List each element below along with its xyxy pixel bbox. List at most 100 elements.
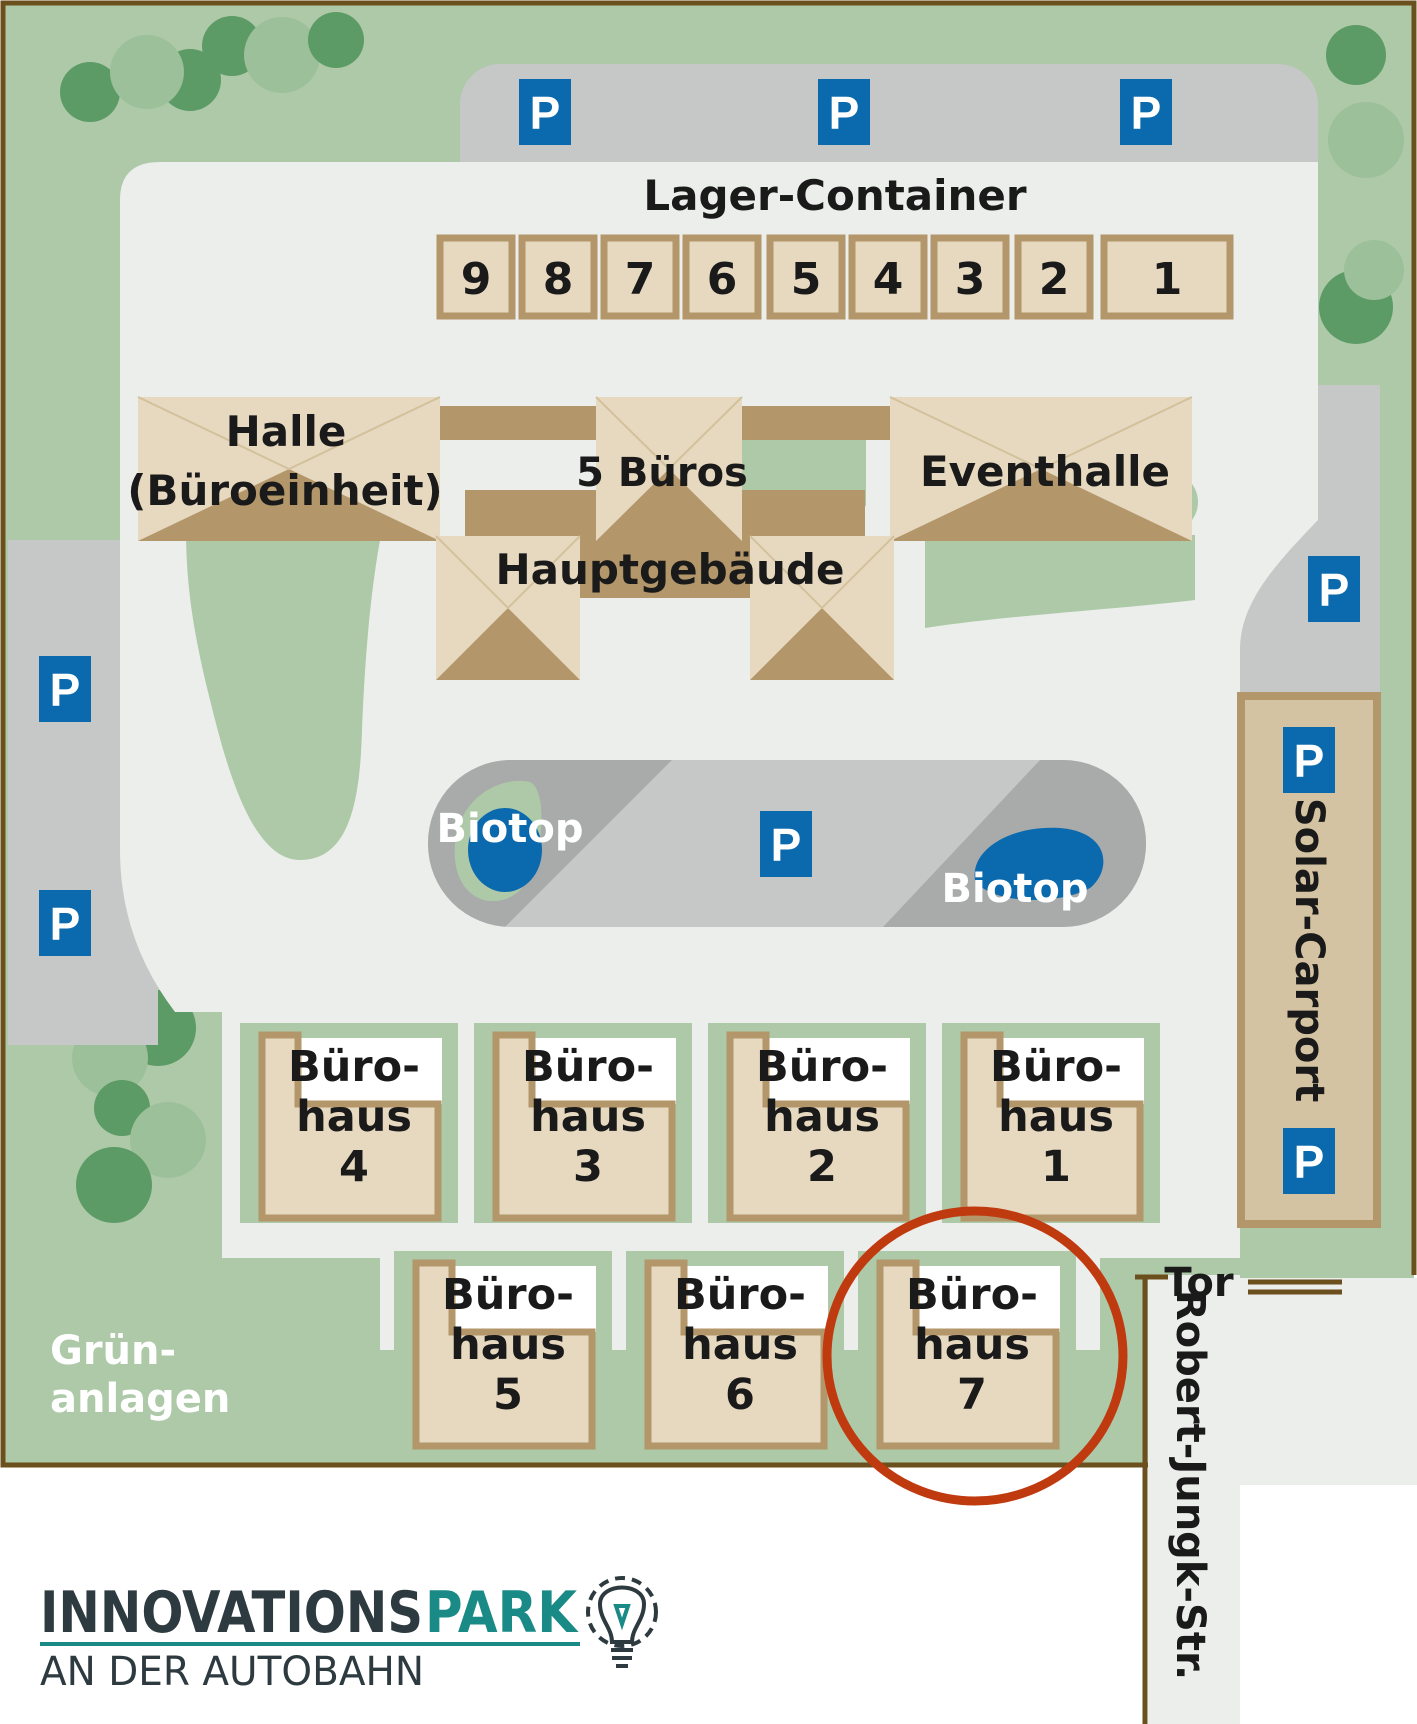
parking-sign-label: P — [50, 664, 81, 716]
parking-sign: P — [1283, 727, 1335, 793]
buerohaus-number: 6 — [725, 1370, 755, 1420]
lager-container: 5 — [766, 234, 846, 320]
buerohaus-number: 1 — [1041, 1142, 1071, 1192]
container-number: 1 — [1152, 254, 1183, 305]
container-number: 7 — [625, 254, 656, 305]
container-number: 5 — [791, 254, 822, 305]
buerohaus-courtyard — [1000, 1038, 1144, 1104]
container-box — [766, 234, 846, 320]
green-island-east — [925, 535, 1195, 628]
parking-sign: P — [1120, 79, 1172, 145]
logo-park: PARK — [425, 1580, 579, 1646]
parking-sign: P — [1308, 556, 1360, 622]
buerohaus-roof — [726, 1031, 910, 1222]
container-number: 8 — [543, 254, 574, 305]
label-gruenanlagen: Grün- — [50, 1328, 176, 1374]
parking-sign-label: P — [1319, 564, 1350, 616]
container-number: 6 — [707, 254, 738, 305]
logo-subtitle: AN DER AUTOBAHN — [40, 1649, 424, 1695]
roof-ridge — [749, 535, 895, 610]
container-number: 9 — [461, 254, 492, 305]
buerohaus-roof — [412, 1259, 596, 1450]
tree — [110, 35, 184, 109]
label-tor: Tor — [1164, 1260, 1233, 1306]
parking-strip-east — [1240, 385, 1380, 705]
buerohaeuser: Büro-haus4Büro-haus3Büro-haus2Büro-haus1… — [240, 1023, 1160, 1451]
buerohaus-number: 3 — [573, 1142, 603, 1192]
roof-ridge — [137, 396, 441, 471]
label-gruenanlagen-2: anlagen — [50, 1376, 230, 1422]
buerohaus-number: 5 — [493, 1370, 523, 1420]
buerohaus-courtyard — [766, 1038, 910, 1104]
lightbulb-gear-icon — [586, 1576, 658, 1668]
lager-container: 4 — [848, 234, 928, 320]
parking-sign-box — [39, 656, 91, 722]
parking-sign-label: P — [1131, 87, 1162, 139]
container-box — [436, 234, 516, 320]
tree — [1328, 102, 1404, 178]
container-number: 2 — [1039, 254, 1070, 305]
container-box — [848, 234, 928, 320]
container-number: 3 — [955, 254, 986, 305]
buerohaus-courtyard — [452, 1266, 596, 1332]
lager-container: 9 — [436, 234, 516, 320]
street-white-gap — [1240, 1485, 1417, 1724]
roof-eventhalle — [889, 396, 1193, 541]
parking-sign: P — [39, 656, 91, 722]
buerohaus-label-line1: Büro- — [442, 1270, 574, 1320]
parking-sign-box — [1308, 556, 1360, 622]
buerohaus-label-line1: Büro- — [674, 1270, 806, 1320]
roof-face — [596, 469, 742, 541]
container-box — [682, 234, 762, 320]
roof-face — [750, 608, 894, 680]
buerohaus-number: 4 — [339, 1142, 369, 1192]
parking-sign-box — [39, 890, 91, 956]
label-street: Robert-Jungk-Str. — [1167, 1290, 1213, 1680]
parking-sign-box — [519, 79, 571, 145]
tree — [308, 12, 364, 68]
green-island-west — [186, 530, 382, 860]
buerohaus-label-line1: Büro- — [756, 1042, 888, 1092]
buerohaus-label-line1: Büro- — [906, 1270, 1038, 1320]
roof-halle — [137, 396, 441, 541]
logo-innovations: INNOVATIONS — [40, 1580, 423, 1646]
buerohaus-courtyard — [684, 1266, 828, 1332]
roof-hauptgebaeude-east — [749, 535, 895, 680]
buerohaus-roof — [492, 1031, 676, 1222]
container-box — [518, 234, 598, 320]
lager-container: 6 — [682, 234, 762, 320]
lager-container: 2 — [1014, 234, 1094, 320]
tree — [1326, 25, 1386, 85]
buerohaus-label-line2: haus — [450, 1320, 566, 1370]
label-eventhalle: Eventhalle — [920, 447, 1170, 496]
buerohaus-label-line1: Büro- — [990, 1042, 1122, 1092]
roof-face — [436, 608, 580, 680]
parking-sign: P — [1283, 1128, 1335, 1194]
street-road — [1148, 1278, 1417, 1724]
lager-container: 7 — [600, 234, 680, 320]
buerohaus-label-line2: haus — [530, 1092, 646, 1142]
roof-ridge — [435, 535, 581, 610]
buerohaus-number: 2 — [807, 1142, 837, 1192]
buerohaus-courtyard — [532, 1038, 676, 1104]
label-halle: Halle — [226, 407, 347, 456]
lager-container: 8 — [518, 234, 598, 320]
gate — [1248, 1279, 1342, 1295]
container-box — [1100, 234, 1234, 320]
biotop-pond — [468, 808, 542, 892]
buerohaus-label-line1: Büro- — [522, 1042, 654, 1092]
container-number: 4 — [873, 254, 904, 305]
parking-sign-box — [1120, 79, 1172, 145]
parking-sign-label: P — [829, 87, 860, 139]
buerohaus-courtyard — [916, 1266, 1060, 1332]
parking-sign: P — [818, 79, 870, 145]
roof-buildings — [137, 396, 1193, 680]
buerohaus-roof — [258, 1031, 442, 1222]
